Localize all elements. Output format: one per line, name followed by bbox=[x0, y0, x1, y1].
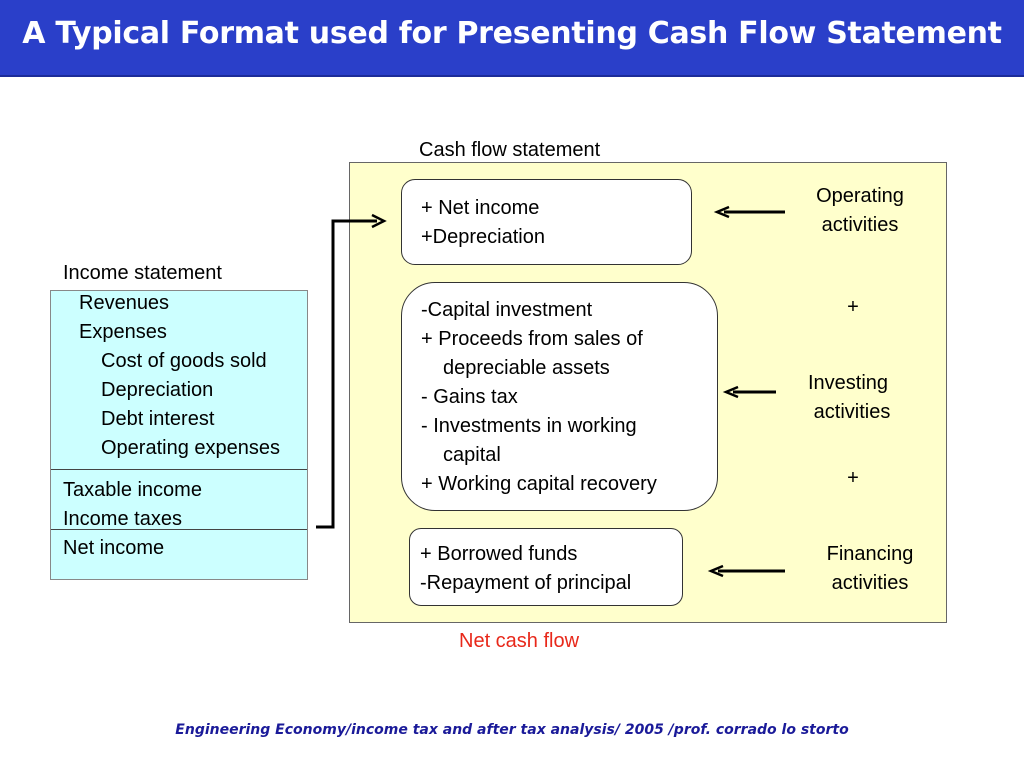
income-separator-1 bbox=[51, 469, 307, 470]
investing-box: -Capital investment + Proceeds from sale… bbox=[401, 282, 718, 511]
investing-line-proceeds: + Proceeds from sales of bbox=[421, 328, 643, 350]
operating-activities-line-1: Operating bbox=[816, 185, 904, 207]
investing-line-working-capital-recovery: + Working capital recovery bbox=[421, 473, 657, 495]
income-separator-2 bbox=[51, 529, 307, 530]
operating-activities-line-2: activities bbox=[821, 214, 899, 236]
income-item-revenues: Revenues bbox=[79, 292, 170, 314]
operating-arrowhead bbox=[713, 205, 730, 219]
investing-line-gains-tax: - Gains tax bbox=[421, 386, 518, 408]
income-statement-heading: Income statement bbox=[63, 262, 222, 284]
footer: Engineering Economy/income tax and after… bbox=[175, 722, 849, 738]
financing-box: + Borrowed funds -Repayment of principal bbox=[409, 528, 683, 606]
income-item-debt-interest: Debt interest bbox=[101, 408, 215, 430]
net-cash-flow-label: Net cash flow bbox=[459, 630, 580, 652]
income-item-cogs: Cost of goods sold bbox=[101, 350, 267, 372]
investing-arrowhead bbox=[722, 385, 739, 399]
financing-activities-line-1: Financing bbox=[826, 543, 914, 565]
operating-activities-label: Operating activities bbox=[780, 182, 940, 240]
title-bar: A Typical Format used for Presenting Cas… bbox=[0, 0, 1024, 77]
operating-line-depreciation: +Depreciation bbox=[421, 226, 545, 248]
income-statement-box: Revenues Expenses Cost of goods sold Dep… bbox=[50, 290, 308, 580]
cash-flow-heading: Cash flow statement bbox=[419, 139, 601, 161]
plus-sign-1: + bbox=[847, 296, 859, 318]
financing-line-borrowed-funds: + Borrowed funds bbox=[420, 543, 578, 565]
financing-arrowhead bbox=[707, 564, 724, 578]
page-title: A Typical Format used for Presenting Cas… bbox=[22, 16, 1002, 51]
financing-activities-line-2: activities bbox=[831, 572, 909, 594]
investing-line-capital: capital bbox=[443, 444, 501, 466]
income-item-operating-expenses: Operating expenses bbox=[101, 437, 281, 459]
income-to-cashflow-connector bbox=[316, 219, 377, 529]
financing-activities-label: Financing activities bbox=[790, 540, 950, 598]
investing-line-depreciable-assets: depreciable assets bbox=[443, 357, 610, 379]
financing-line-repayment: -Repayment of principal bbox=[420, 572, 632, 594]
income-statement-items: Revenues Expenses Cost of goods sold Dep… bbox=[63, 289, 280, 463]
operating-line-net-income: + Net income bbox=[421, 197, 540, 219]
connector-arrowhead bbox=[371, 213, 387, 229]
income-item-depreciation: Depreciation bbox=[101, 379, 214, 401]
plus-sign-2: + bbox=[847, 467, 859, 489]
investing-activities-line-1: Investing bbox=[807, 372, 889, 394]
income-item-taxable-income: Taxable income bbox=[63, 479, 202, 501]
investing-line-capital-investment: -Capital investment bbox=[421, 299, 593, 321]
investing-activities-label: Investing activities bbox=[772, 369, 932, 427]
investing-line-investments-working: - Investments in working bbox=[421, 415, 637, 437]
investing-activities-line-2: activities bbox=[813, 401, 891, 423]
income-item-expenses: Expenses bbox=[79, 321, 167, 343]
operating-box: + Net income +Depreciation bbox=[401, 179, 692, 265]
income-item-net-income: Net income bbox=[63, 537, 165, 559]
income-item-income-taxes: Income taxes bbox=[63, 508, 182, 530]
